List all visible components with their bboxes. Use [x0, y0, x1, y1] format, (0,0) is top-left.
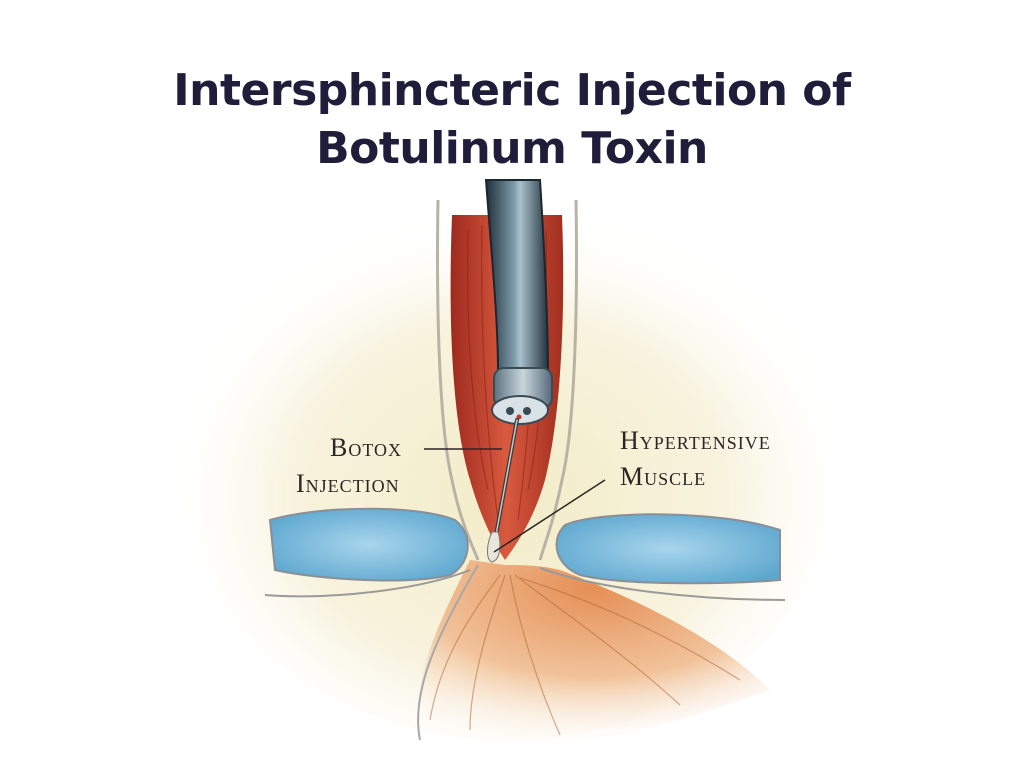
label-botox-line2: Injection — [296, 469, 400, 498]
fat-pad-right — [555, 513, 781, 585]
needle-highlight — [495, 419, 518, 536]
tissue-outline-left — [264, 569, 471, 598]
endoscope-channel-right — [523, 407, 531, 415]
muscle-leader-line — [493, 479, 606, 553]
slide-title: Intersphincteric Injection of Botulinum … — [0, 62, 1024, 178]
tissue-outline-bottom-left — [417, 564, 479, 741]
tissue-folds — [429, 574, 741, 736]
canal-wall-left — [436, 199, 480, 561]
title-line-2: Botulinum Toxin — [316, 123, 708, 174]
perianal-tissue — [418, 560, 770, 742]
endoscope-channel-left — [506, 407, 514, 415]
fat-pad-left — [268, 507, 469, 582]
tissue-outline-right — [539, 567, 786, 601]
endoscope-tip — [491, 395, 549, 425]
canal-wall-right — [538, 199, 578, 561]
label-hyper-line2: Muscle — [620, 462, 706, 491]
label-hyper-line1: Hypertensive — [620, 426, 771, 455]
label-botox-line1: Botox — [330, 433, 402, 462]
injection-bleb — [487, 531, 501, 563]
title-line-1: Intersphincteric Injection of — [173, 65, 851, 116]
